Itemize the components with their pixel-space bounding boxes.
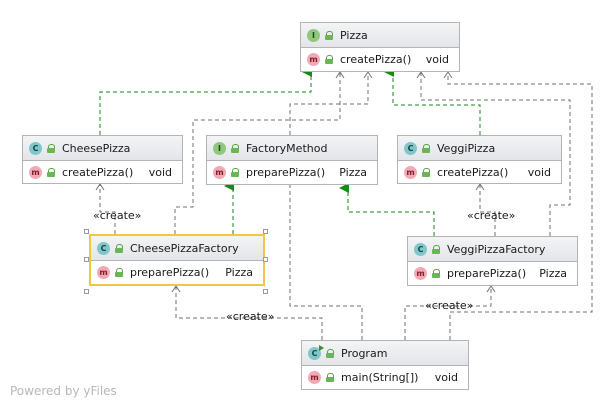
veggipizzafactory-title: VeggiPizzaFactory [447, 242, 546, 256]
create-label-veggipizza: «create» [467, 209, 516, 222]
runnable-class-icon: C [308, 344, 324, 360]
class-icon: C [97, 241, 110, 255]
interface-icon: I [213, 141, 226, 155]
public-visibility-icon [115, 243, 124, 253]
edge-veggifactory-creates-veggipizza [479, 184, 496, 236]
method-icon: m [308, 371, 321, 384]
factorymethod-header: I FactoryMethod [207, 136, 377, 161]
factorymethod-method-row[interactable]: m preparePizza() Pizza [207, 161, 377, 184]
edge-veggifactory-implements-factorymethod [339, 183, 435, 236]
create-label-program-cheesefactory: «create» [226, 310, 275, 323]
veggipizza-class-node[interactable]: C VeggiPizza m createPizza() void [397, 135, 562, 184]
method-return-type: Pizza [539, 267, 567, 280]
public-visibility-icon [422, 143, 431, 153]
method-icon: m [97, 266, 110, 279]
veggipizzafactory-header: C VeggiPizzaFactory [408, 237, 577, 262]
public-visibility-icon [432, 244, 441, 254]
veggipizza-header: C VeggiPizza [398, 136, 561, 161]
resize-handle-top-left[interactable] [84, 229, 89, 234]
method-return-type: void [434, 371, 458, 384]
edge-factorymethod-depends-pizza [289, 72, 369, 135]
edge-veggifactory-depends-pizza [420, 72, 571, 236]
yfiles-watermark: Powered by yFiles [10, 384, 117, 398]
veggipizza-title: VeggiPizza [437, 141, 496, 155]
method-icon: m [213, 166, 226, 179]
edge-veggipizza-implements-pizza [384, 67, 481, 135]
pizza-title: Pizza [340, 28, 368, 42]
resize-handle-right[interactable] [263, 257, 268, 262]
edge-program-depends-pizza [447, 72, 593, 340]
public-visibility-icon [231, 143, 240, 153]
method-name: preparePizza() [447, 267, 527, 280]
pizza-method-row[interactable]: m createPizza() void [301, 48, 459, 71]
class-icon: C [29, 141, 42, 155]
method-icon: m [414, 267, 427, 280]
create-label-cheesepizza: «create» [93, 209, 142, 222]
program-method-row[interactable]: m main(String[]) void [302, 366, 468, 389]
veggipizza-method-row[interactable]: m createPizza() void [398, 161, 561, 184]
method-name: createPizza() [62, 166, 134, 179]
cheesepizzafactory-class-node[interactable]: C CheesePizzaFactory m preparePizza() Pi… [89, 234, 265, 286]
public-visibility-icon [47, 143, 56, 153]
public-visibility-icon [115, 268, 124, 277]
method-name: preparePizza() [246, 166, 326, 179]
method-name: createPizza() [437, 166, 509, 179]
class-icon: C [404, 141, 417, 155]
public-visibility-icon [47, 168, 56, 177]
public-visibility-icon [326, 373, 335, 382]
method-return-type: void [425, 53, 449, 66]
program-header: C Program [302, 341, 468, 366]
method-return-type: Pizza [339, 166, 367, 179]
method-name: main(String[]) [341, 371, 419, 384]
factorymethod-interface-node[interactable]: I FactoryMethod m preparePizza() Pizza [206, 135, 378, 185]
method-return-type: void [148, 166, 172, 179]
resize-handle-left[interactable] [84, 257, 89, 262]
factorymethod-title: FactoryMethod [246, 141, 328, 155]
program-title: Program [341, 346, 388, 360]
public-visibility-icon [325, 30, 334, 40]
edge-program-creates-cheesefactory [175, 286, 323, 340]
edge-program-creates-veggifactory [404, 286, 492, 340]
method-name: createPizza() [340, 53, 412, 66]
program-class-node[interactable]: C Program m main(String[]) void [301, 340, 469, 390]
method-name: preparePizza() [130, 266, 210, 279]
method-icon: m [307, 53, 320, 66]
edge-cheesepizza-implements-pizza [99, 67, 312, 135]
edge-cheesefactory-depends-pizza [174, 72, 341, 234]
pizza-interface-node[interactable]: I Pizza m createPizza() void [300, 22, 460, 72]
method-icon: m [29, 166, 42, 179]
cheesepizza-header: C CheesePizza [23, 136, 182, 161]
create-label-program-veggifactory: «create» [425, 299, 474, 312]
veggipizzafactory-class-node[interactable]: C VeggiPizzaFactory m preparePizza() Piz… [407, 236, 578, 286]
method-return-type: Pizza [225, 266, 253, 279]
veggipizzafactory-method-row[interactable]: m preparePizza() Pizza [408, 262, 577, 285]
public-visibility-icon [422, 168, 431, 177]
pizza-header: I Pizza [301, 23, 459, 48]
public-visibility-icon [325, 55, 334, 64]
interface-icon: I [307, 28, 320, 42]
cheesepizza-title: CheesePizza [62, 141, 131, 155]
cheesepizzafactory-method-row[interactable]: m preparePizza() Pizza [91, 261, 263, 284]
edge-cheesefactory-creates-cheesepizza [99, 184, 116, 234]
cheesepizza-method-row[interactable]: m createPizza() void [23, 161, 182, 184]
cheesepizza-class-node[interactable]: C CheesePizza m createPizza() void [22, 135, 183, 184]
public-visibility-icon [326, 348, 335, 358]
resize-handle-bottom-right[interactable] [263, 289, 268, 294]
method-icon: m [404, 166, 417, 179]
cheesepizzafactory-header: C CheesePizzaFactory [91, 236, 263, 261]
cheesepizzafactory-title: CheesePizzaFactory [130, 241, 239, 255]
public-visibility-icon [231, 168, 240, 177]
method-return-type: void [527, 166, 551, 179]
edge-program-depends-factorymethod [289, 160, 363, 340]
resize-handle-top-right[interactable] [263, 229, 268, 234]
public-visibility-icon [432, 269, 441, 278]
class-icon: C [414, 242, 427, 256]
resize-handle-bottom-left[interactable] [84, 289, 89, 294]
